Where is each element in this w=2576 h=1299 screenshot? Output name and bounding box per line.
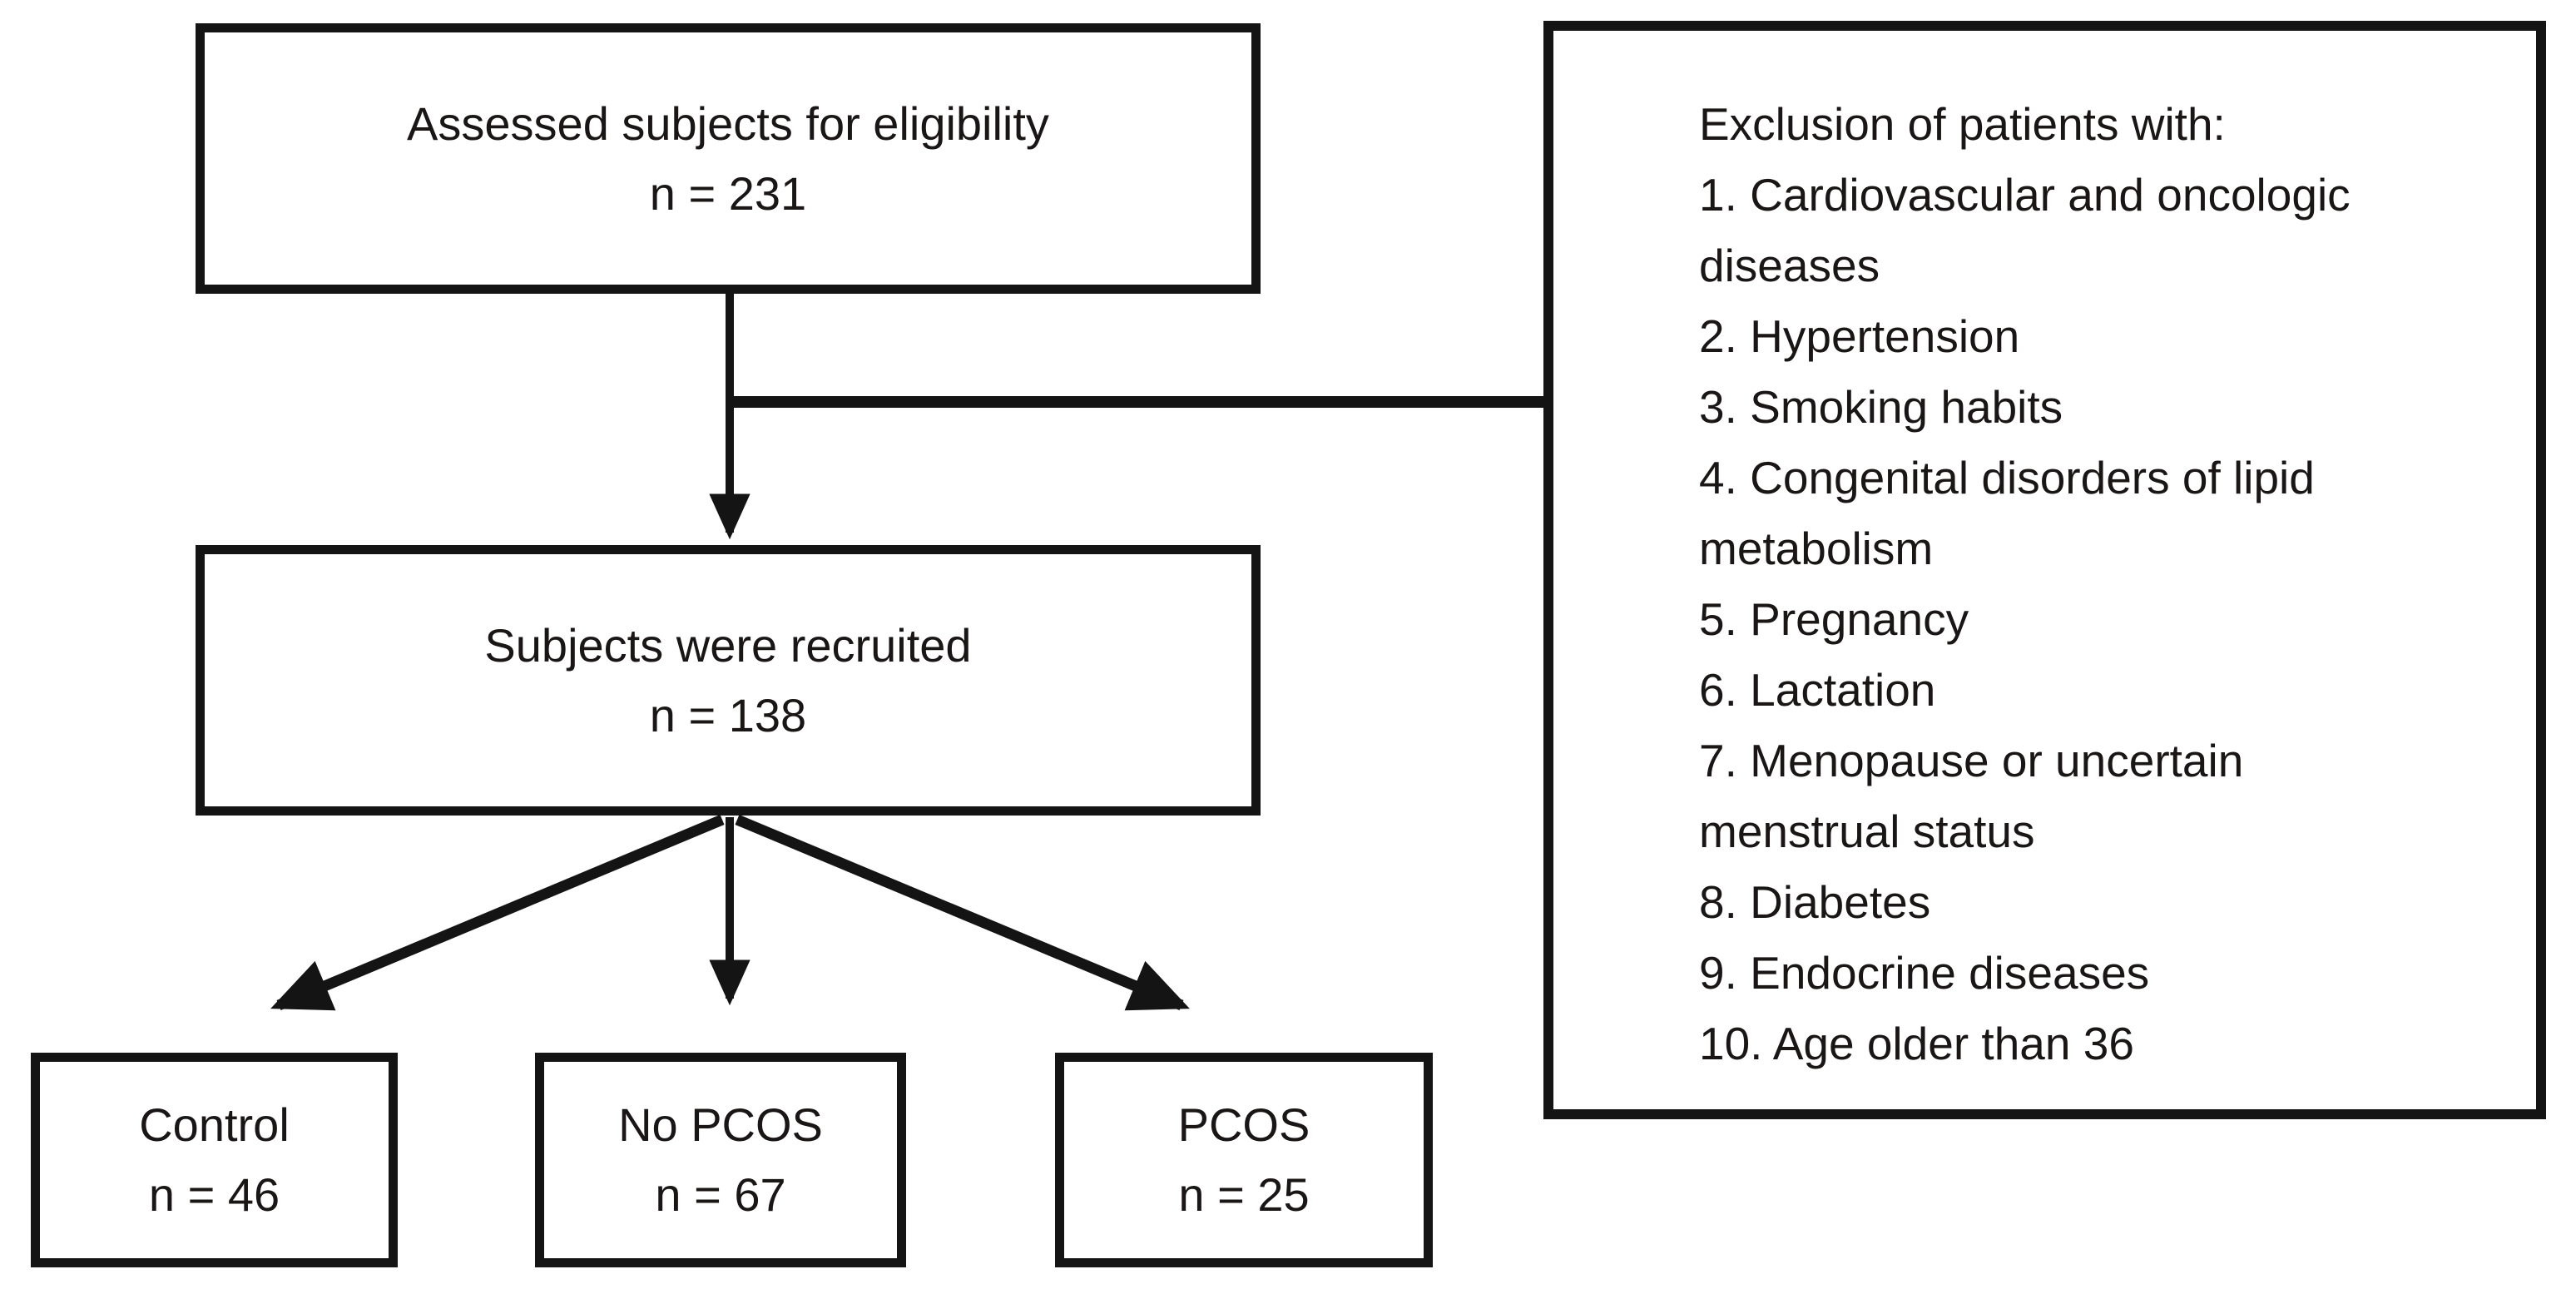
- flow-box-recruited: Subjects were recruited n = 138: [196, 545, 1261, 816]
- pcos-count: n = 25: [1178, 1168, 1310, 1221]
- flow-box-pcos: PCOS n = 25: [1055, 1053, 1433, 1267]
- exclusion-criteria-box: Exclusion of patients with: 1. Cardiovas…: [1543, 21, 2546, 1119]
- arrow-recruited-to-control: [270, 815, 725, 1011]
- exclusion-item: 4. Congenital disorders of lipid metabol…: [1699, 452, 2315, 574]
- flow-box-no-pcos: No PCOS n = 67: [535, 1053, 906, 1267]
- eligibility-count: n = 231: [649, 166, 807, 220]
- eligibility-label: Assessed subjects for eligibility: [407, 97, 1049, 150]
- recruited-label: Subjects were recruited: [484, 618, 972, 672]
- exclusion-item: 9. Endocrine diseases: [1699, 947, 2150, 999]
- exclusion-item: 6. Lactation: [1699, 664, 1936, 716]
- no-pcos-count: n = 67: [655, 1168, 786, 1221]
- no-pcos-label: No PCOS: [618, 1098, 823, 1151]
- exclusion-item: 8. Diabetes: [1699, 876, 1931, 928]
- exclusion-item: 3. Smoking habits: [1699, 381, 2063, 433]
- recruited-count: n = 138: [649, 688, 807, 741]
- control-label: Control: [139, 1098, 290, 1151]
- exclusion-item: 1. Cardiovascular and oncologic diseases: [1699, 169, 2351, 291]
- exclusion-item: 5. Pregnancy: [1699, 593, 1969, 645]
- control-count: n = 46: [148, 1168, 280, 1221]
- exclusion-item: 7. Menopause or uncertain menstrual stat…: [1699, 735, 2244, 857]
- arrow-recruited-to-pcos: [735, 815, 1190, 1011]
- pcos-label: PCOS: [1177, 1098, 1310, 1151]
- exclusion-title: Exclusion of patients with:: [1699, 98, 2226, 150]
- flow-box-control: Control n = 46: [31, 1053, 398, 1267]
- flow-box-eligibility: Assessed subjects for eligibility n = 23…: [196, 23, 1261, 294]
- exclusion-item: 10. Age older than 36: [1699, 1018, 2134, 1069]
- exclusion-item: 2. Hypertension: [1699, 310, 2020, 362]
